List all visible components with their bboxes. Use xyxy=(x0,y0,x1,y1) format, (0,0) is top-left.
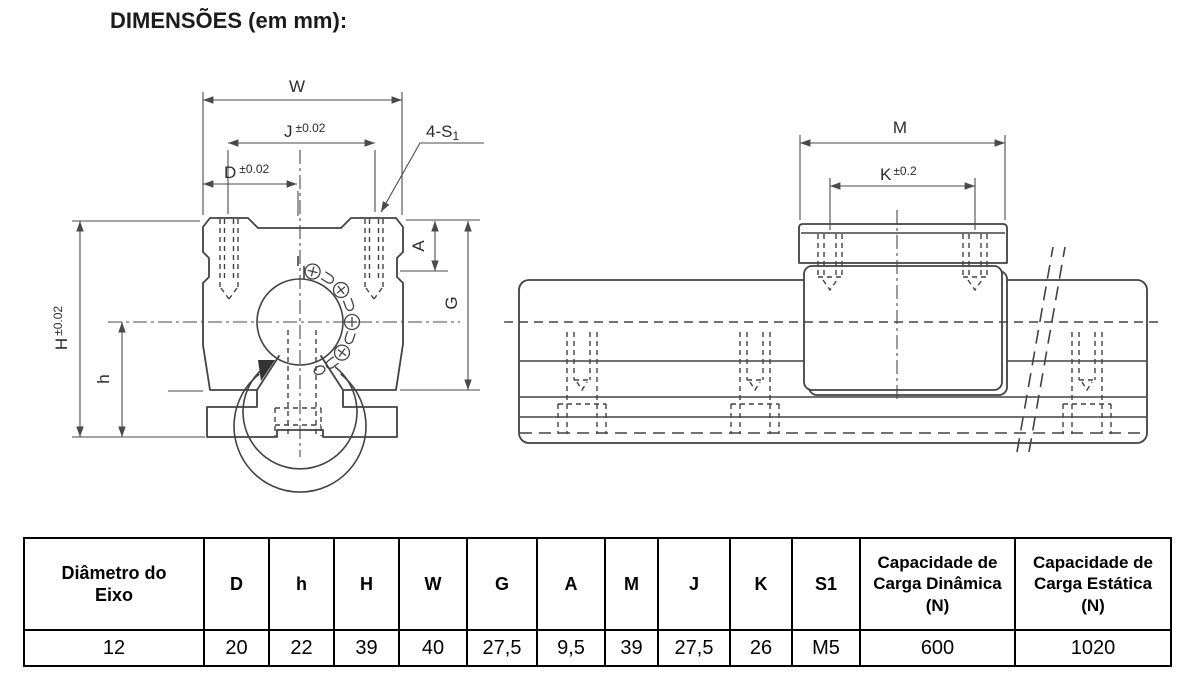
dim-label-m: M xyxy=(893,118,907,137)
block-top-section xyxy=(798,223,1008,264)
dim-label-j: J±0.02 xyxy=(284,121,326,141)
cell-carga-dinamica: 600 xyxy=(859,629,1016,667)
header-m: M xyxy=(604,537,659,631)
screw-hole-right xyxy=(364,219,384,300)
cell-h: 22 xyxy=(268,629,335,667)
screw-callout-label: 4-S1 xyxy=(426,122,459,143)
header-carga-dinamica: Capacidade de Carga Dinâmica (N) xyxy=(859,537,1016,631)
block-screw-hole-left xyxy=(817,234,843,292)
side-view: M K±0.2 xyxy=(504,118,1160,453)
screw-leader-line xyxy=(380,142,484,213)
cell-H: 39 xyxy=(333,629,400,667)
bearing-block-body-outline xyxy=(202,217,404,391)
header-diametro-eixo: Diâmetro do Eixo xyxy=(23,537,205,631)
header-a: A xyxy=(536,537,606,631)
dim-label-d: D±0.02 xyxy=(224,162,270,182)
cell-s1: M5 xyxy=(791,629,861,667)
dim-label-g: G xyxy=(442,296,461,309)
header-k: K xyxy=(729,537,793,631)
block-screw-hole-right xyxy=(962,234,988,292)
page-title: DIMENSÕES (em mm): xyxy=(110,8,348,33)
header-s1: S1 xyxy=(791,537,861,631)
header-j: J xyxy=(657,537,731,631)
screw-hole-left xyxy=(219,219,239,300)
cell-diametro-eixo: 12 xyxy=(23,629,205,667)
block-front-face xyxy=(803,265,1003,391)
cell-g: 27,5 xyxy=(466,629,538,667)
housing-outer-arc xyxy=(233,373,367,493)
header-d: D xyxy=(203,537,270,631)
cell-d: 20 xyxy=(203,629,270,667)
cell-a: 9,5 xyxy=(536,629,606,667)
header-carga-estatica: Capacidade de Carga Estática (N) xyxy=(1014,537,1172,631)
rail-hole-3 xyxy=(1062,332,1112,434)
cell-j: 27,5 xyxy=(657,629,731,667)
bearing-balls xyxy=(304,263,361,361)
cell-k: 26 xyxy=(729,629,793,667)
ball-retainers xyxy=(313,271,356,376)
section-triangle xyxy=(258,360,275,381)
outer-ring-arc xyxy=(242,366,358,470)
dim-label-k: K±0.2 xyxy=(880,164,917,184)
rail-hole-1 xyxy=(557,332,607,434)
dim-label-h-lower: h xyxy=(94,374,113,383)
header-h: h xyxy=(268,537,335,631)
cell-m: 39 xyxy=(604,629,659,667)
cell-carga-estatica: 1020 xyxy=(1014,629,1172,667)
dimension-table: Diâmetro do Eixo D h H W G A M J K S1 Ca… xyxy=(23,537,1172,667)
table-data-row: 12 20 22 39 40 27,5 9,5 39 27,5 26 M5 60… xyxy=(23,629,1172,667)
break-lines xyxy=(1016,246,1066,453)
header-H: H xyxy=(333,537,400,631)
rail-hole-2 xyxy=(730,332,780,434)
dim-label-a: A xyxy=(409,240,428,252)
front-view: W J±0.02 D±0.02 4-S1 A G xyxy=(51,77,484,493)
header-w: W xyxy=(398,537,468,631)
cell-w: 40 xyxy=(398,629,468,667)
dim-label-w: W xyxy=(289,77,305,96)
dim-label-h-upper: H±0.02 xyxy=(51,306,71,351)
bottom-mounting-hole xyxy=(274,330,322,437)
technical-drawing: W J±0.02 D±0.02 4-S1 A G xyxy=(51,77,1160,493)
table-header-row: Diâmetro do Eixo D h H W G A M J K S1 Ca… xyxy=(23,537,1172,631)
header-g: G xyxy=(466,537,538,631)
